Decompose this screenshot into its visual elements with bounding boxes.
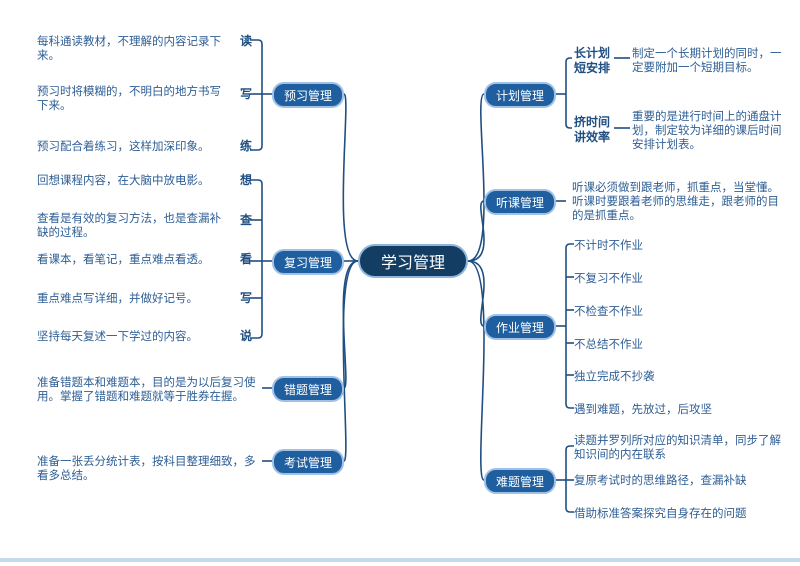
branch-preview[interactable]: 预习管理 xyxy=(272,82,344,108)
review-item-5-key: 说 xyxy=(240,329,253,343)
preview-item-2-text: 预习时将模糊的，不明白的地方书写下来。 xyxy=(37,84,221,112)
plan-sub-2-text: 重要的是进行时间上的通盘计划，制定较为详细的课后时间安排计划表。 xyxy=(632,109,782,151)
homework-item-1: 不计时不作业 xyxy=(574,238,643,252)
preview-item-2-key: 写 xyxy=(240,87,253,101)
review-item-1-key: 想 xyxy=(240,173,253,187)
review-item-4-key: 写 xyxy=(240,291,253,305)
bottom-divider xyxy=(0,558,800,562)
hard-item-1: 读题并罗列所对应的知识清单，同步了解知识间的内在联系 xyxy=(574,433,781,461)
homework-item-5: 独立完成不抄袭 xyxy=(574,369,655,383)
preview-item-1-key: 读 xyxy=(240,34,253,48)
review-item-2-key: 查 xyxy=(240,213,253,227)
review-item-4-text: 重点难点写详细，并做好记号。 xyxy=(37,291,198,305)
review-item-5-text: 坚持每天复述一下学过的内容。 xyxy=(37,329,198,343)
plan-sub-2: 挤时间讲效率 xyxy=(574,115,611,144)
review-item-3-key: 看 xyxy=(240,252,253,266)
branch-listen[interactable]: 听课管理 xyxy=(484,189,556,215)
branch-exam[interactable]: 考试管理 xyxy=(272,449,344,475)
branch-review[interactable]: 复习管理 xyxy=(272,249,344,275)
branch-mistakes[interactable]: 错题管理 xyxy=(272,376,344,402)
plan-sub-1-text: 制定一个长期计划的同时，一定要附加一个短期目标。 xyxy=(632,46,782,74)
preview-item-3-key: 练 xyxy=(240,139,253,153)
preview-item-1-text: 每科通读教材，不理解的内容记录下来。 xyxy=(37,34,221,62)
plan-sub-1: 长计划短安排 xyxy=(574,46,611,75)
review-item-1-text: 回想课程内容，在大脑中放电影。 xyxy=(37,173,210,187)
homework-item-3: 不检查不作业 xyxy=(574,304,643,318)
branch-hard[interactable]: 难题管理 xyxy=(484,468,556,494)
review-item-2-text: 查看是有效的复习方法，也是查漏补缺的过程。 xyxy=(37,211,221,239)
homework-item-4: 不总结不作业 xyxy=(574,337,643,351)
branch-plan[interactable]: 计划管理 xyxy=(484,82,556,108)
branch-homework[interactable]: 作业管理 xyxy=(484,314,556,340)
exam-text: 准备一张丢分统计表，按科目整理细致，多看多总结。 xyxy=(37,454,256,482)
mistakes-text: 准备错题本和难题本，目的是为以后复习使用。掌握了错题和难题就等于胜券在握。 xyxy=(37,375,256,403)
preview-item-3-text: 预习配合着练习，这样加深印象。 xyxy=(37,139,210,153)
hard-item-3: 借助标准答案探究自身存在的问题 xyxy=(574,506,747,520)
homework-item-2: 不复习不作业 xyxy=(574,271,643,285)
central-topic[interactable]: 学习管理 xyxy=(358,244,468,278)
listen-text: 听课必须做到跟老师，抓重点，当堂懂。听课时要跟着老师的思维走，跟老师的目的是抓重… xyxy=(572,180,779,222)
review-item-3-text: 看课本，看笔记，重点难点看透。 xyxy=(37,252,210,266)
homework-item-6: 遇到难题，先放过，后攻坚 xyxy=(574,402,712,416)
hard-item-2: 复原考试时的思维路径，查漏补缺 xyxy=(574,473,747,487)
